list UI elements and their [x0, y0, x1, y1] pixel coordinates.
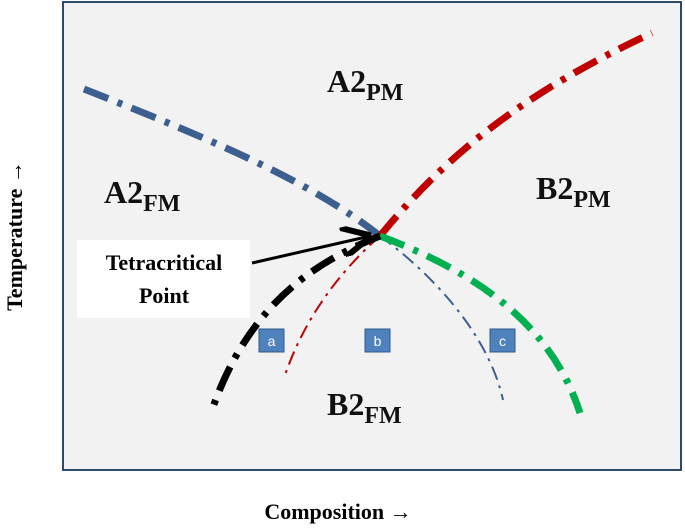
marker-c: c — [489, 328, 516, 353]
region-b2-fm: B2FM — [327, 386, 402, 429]
region-b2-fm-sub: FM — [364, 403, 401, 429]
red-phase-boundary — [377, 29, 654, 239]
region-a2-fm: A2FM — [104, 174, 180, 217]
callout-box — [77, 240, 250, 318]
region-a2-fm-main: A2 — [104, 174, 143, 210]
region-a2-pm-sub: PM — [366, 80, 403, 106]
marker-c-label: c — [499, 333, 506, 349]
region-a2-pm: A2PM — [327, 63, 403, 106]
x-axis-label: Composition → — [264, 499, 411, 524]
marker-b-label: b — [374, 333, 382, 349]
region-b2-pm-sub: PM — [573, 187, 610, 213]
y-axis-label: Temperature → — [2, 161, 27, 311]
region-b2-pm-main: B2 — [536, 170, 573, 206]
callout-line2: Point — [139, 283, 190, 308]
region-a2-pm-main: A2 — [327, 63, 366, 99]
marker-b: b — [364, 328, 391, 353]
green-phase-boundary — [378, 232, 584, 415]
callout-arrow — [251, 237, 366, 265]
region-b2-fm-main: B2 — [327, 386, 364, 422]
region-b2-pm: B2PM — [536, 170, 611, 213]
region-a2-fm-sub: FM — [143, 191, 180, 217]
callout-line1: Tetracritical — [106, 250, 222, 275]
marker-a: a — [258, 328, 285, 353]
blue-metastable-boundary — [379, 235, 504, 401]
blue-phase-boundary — [82, 85, 383, 239]
red-metastable-boundary — [283, 235, 381, 379]
marker-a-label: a — [268, 333, 276, 349]
